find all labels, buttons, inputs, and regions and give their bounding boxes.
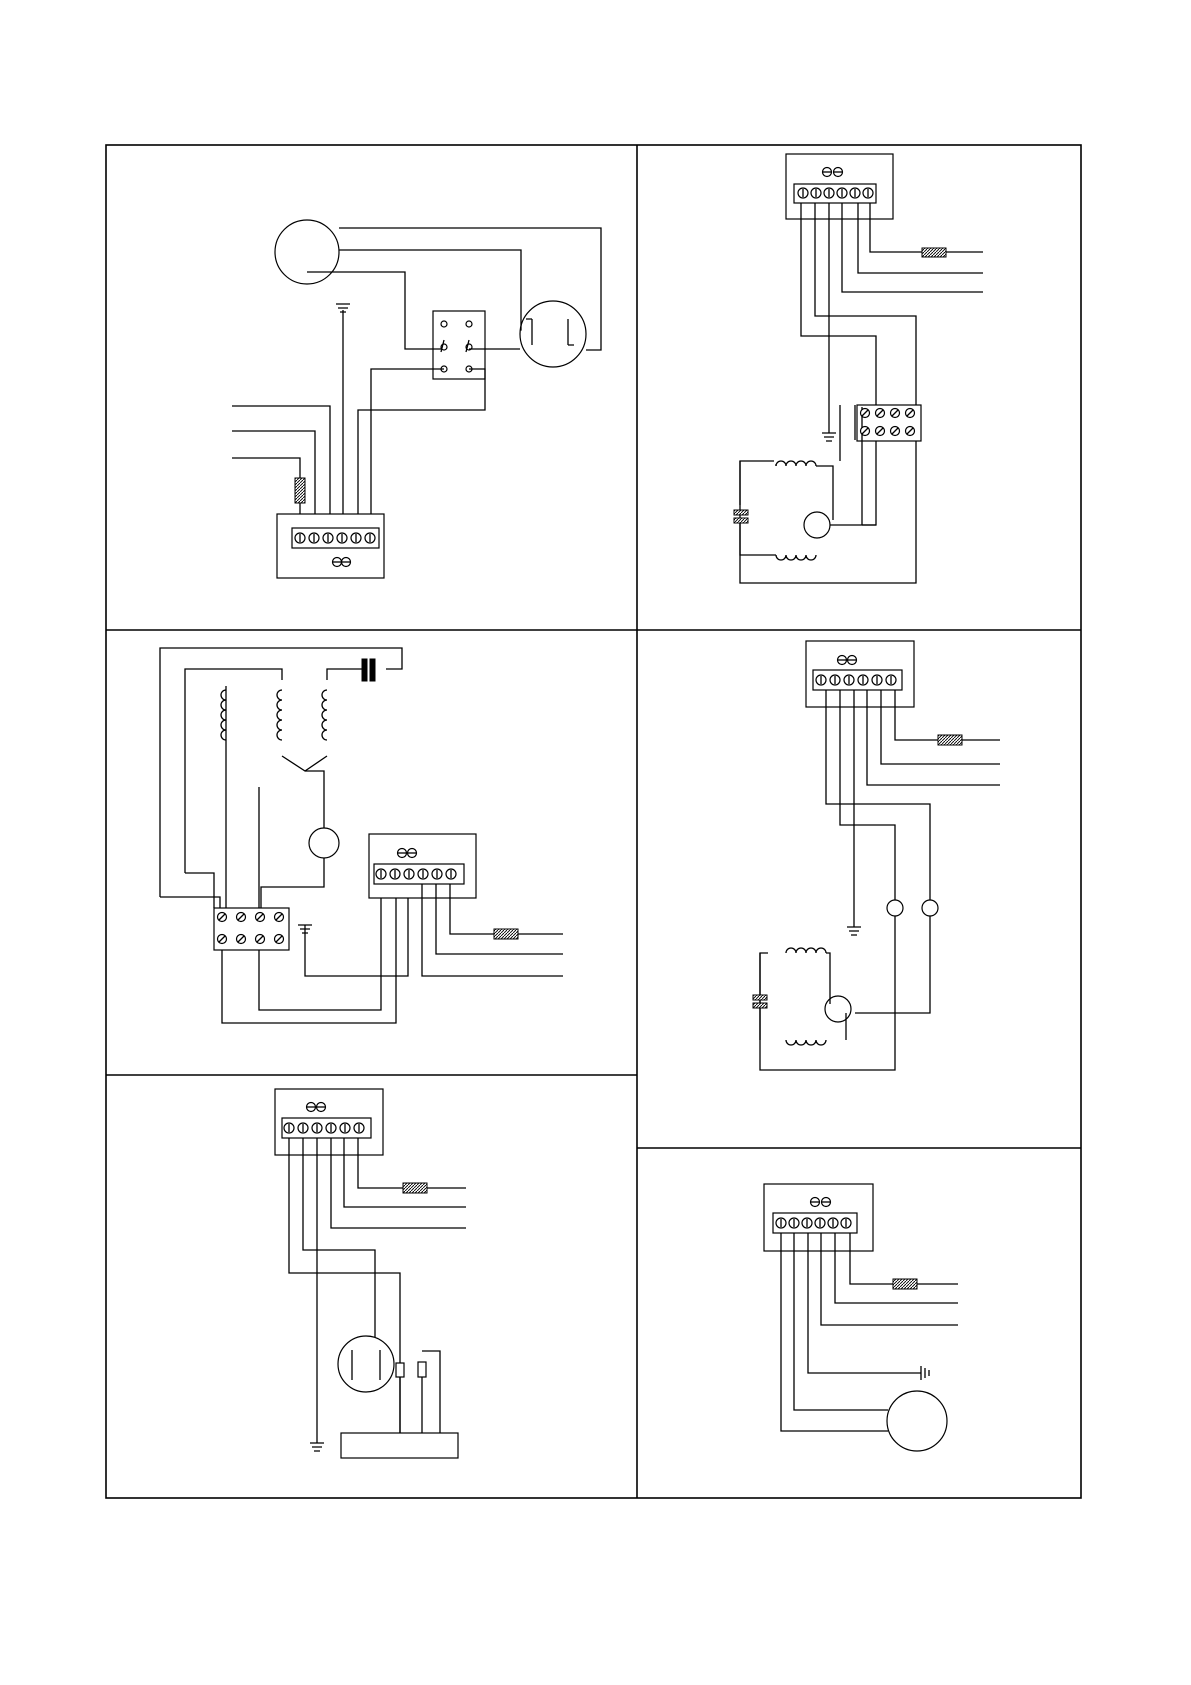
- ground-icon: [822, 433, 836, 441]
- wire: [232, 458, 300, 478]
- wire: [327, 669, 362, 680]
- thermal-protector-icon: [804, 512, 830, 538]
- wire: [358, 369, 485, 520]
- fuse-icon: [494, 929, 518, 939]
- coil-winding: [786, 948, 826, 953]
- wire: [307, 272, 441, 349]
- wire: [222, 880, 396, 1023]
- panel-compressor-circuit: [232, 220, 601, 578]
- overload-protector-icon: [418, 1362, 426, 1377]
- coil-winding: [221, 690, 226, 740]
- capacitor-plate: [753, 1003, 767, 1008]
- ground-icon: [310, 1443, 324, 1451]
- fuse-icon: [295, 478, 305, 503]
- wire: [816, 405, 840, 520]
- wire: [740, 523, 776, 555]
- coil-winding: [322, 690, 327, 740]
- coil-winding: [776, 555, 816, 560]
- wire: [371, 369, 444, 520]
- capacitor-plate: [753, 995, 767, 1000]
- wire: [339, 250, 521, 330]
- capacitor-plate: [734, 510, 748, 515]
- thermal-protector-icon: [309, 828, 339, 858]
- panel-two-switch-fan-circuit: [753, 641, 1000, 1070]
- wire: [303, 1138, 375, 1347]
- wire: [855, 916, 930, 1013]
- thermostat-switch-icon: [922, 900, 938, 916]
- wire: [160, 873, 220, 908]
- wire: [801, 203, 876, 525]
- compressor-symbol: [338, 1336, 394, 1392]
- coil-winding: [786, 1040, 826, 1045]
- panel-fan-motor-circuit: [734, 154, 983, 583]
- capacitor-plate: [734, 518, 748, 523]
- fuse-icon: [893, 1279, 917, 1289]
- motor-symbol: [887, 1391, 947, 1451]
- relay-module-box: [341, 1433, 458, 1458]
- wire: [760, 916, 895, 1070]
- wire: [826, 690, 930, 900]
- outer-border: [106, 145, 1081, 1498]
- motor-symbol: [275, 220, 339, 284]
- ground-icon: [921, 1366, 929, 1380]
- wire: [261, 858, 324, 908]
- wire: [185, 669, 282, 873]
- ground-icon: [847, 927, 861, 935]
- compressor-symbol: [520, 301, 586, 367]
- coil-winding: [776, 461, 816, 466]
- capacitor-plate: [362, 659, 367, 681]
- wire: [232, 431, 315, 520]
- panel-relay-module-circuit: [275, 1089, 466, 1458]
- thermal-protector-icon: [825, 996, 851, 1022]
- wire: [282, 756, 327, 771]
- wire: [305, 771, 324, 832]
- fuse-icon: [938, 735, 962, 745]
- fuse-icon: [403, 1183, 427, 1193]
- coil-winding: [277, 690, 282, 740]
- thermostat-switch-icon: [887, 900, 903, 916]
- panel-frame: [106, 145, 1081, 1498]
- wire: [226, 686, 259, 908]
- capacitor-plate: [370, 659, 375, 681]
- overload-protector-icon: [396, 1363, 404, 1377]
- wire: [160, 648, 402, 897]
- wire: [740, 461, 776, 505]
- fuse-icon: [922, 248, 946, 257]
